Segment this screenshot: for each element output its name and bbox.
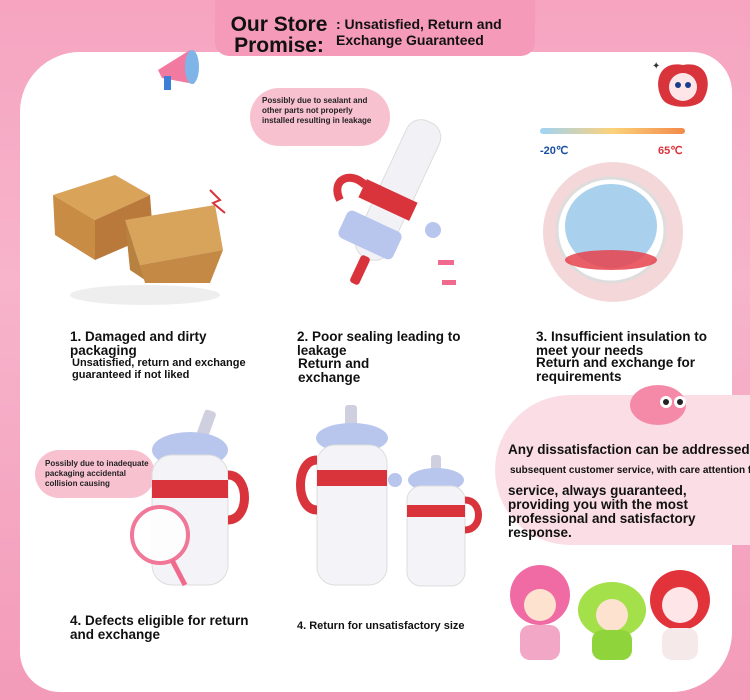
- page-subtitle: : Unsatisfied, Return and Exchange Guara…: [336, 16, 502, 48]
- item1-desc: Unsatisfied, return and exchange guarant…: [72, 357, 246, 381]
- item5-title: 4. Return for unsatisfactory size: [297, 620, 465, 632]
- item3-desc: Return and exchange for requirements: [536, 355, 696, 384]
- bird-mascot-icon: [630, 385, 686, 425]
- temp-max: 65℃: [658, 145, 683, 157]
- svg-text:✦: ✦: [652, 61, 660, 72]
- bottle-icon: [130, 409, 249, 587]
- item2-title: 2. Poor sealing leading to leakage: [297, 329, 461, 358]
- item2-note: Possibly due to sealant and other parts …: [262, 96, 372, 125]
- megaphone-icon: [158, 50, 199, 90]
- service-line2: subsequent customer service, with care a…: [510, 465, 750, 476]
- item4-note: Possibly due to inadequate packaging acc…: [45, 459, 149, 488]
- service-line3: service, always guaranteed, providing yo…: [508, 483, 696, 540]
- service-line1: Any dissatisfaction can be addressed by …: [508, 443, 750, 457]
- item2-desc: Return and exchange: [298, 356, 370, 385]
- item1-title: 1. Damaged and dirty packaging: [70, 329, 207, 358]
- box-icon: [53, 175, 226, 305]
- page-title: Our Store Promise:: [230, 13, 328, 57]
- temperature-bar: [540, 128, 685, 134]
- note-cloud: [250, 88, 390, 146]
- service-box: [495, 395, 750, 545]
- bottle-icon: [296, 405, 482, 587]
- item3-title: 3. Insufficient insulation to meet your …: [536, 329, 708, 358]
- item4-title: 4. Defects eligible for return and excha…: [70, 613, 249, 642]
- figurines-icon: [510, 565, 710, 660]
- bottle-icon: [333, 119, 456, 285]
- header-banner: [215, 0, 535, 56]
- apple-mascot-icon: ✦: [652, 61, 708, 107]
- temp-min: -20℃: [540, 145, 569, 157]
- cup-icon: [543, 162, 683, 302]
- note-cloud: [35, 450, 155, 498]
